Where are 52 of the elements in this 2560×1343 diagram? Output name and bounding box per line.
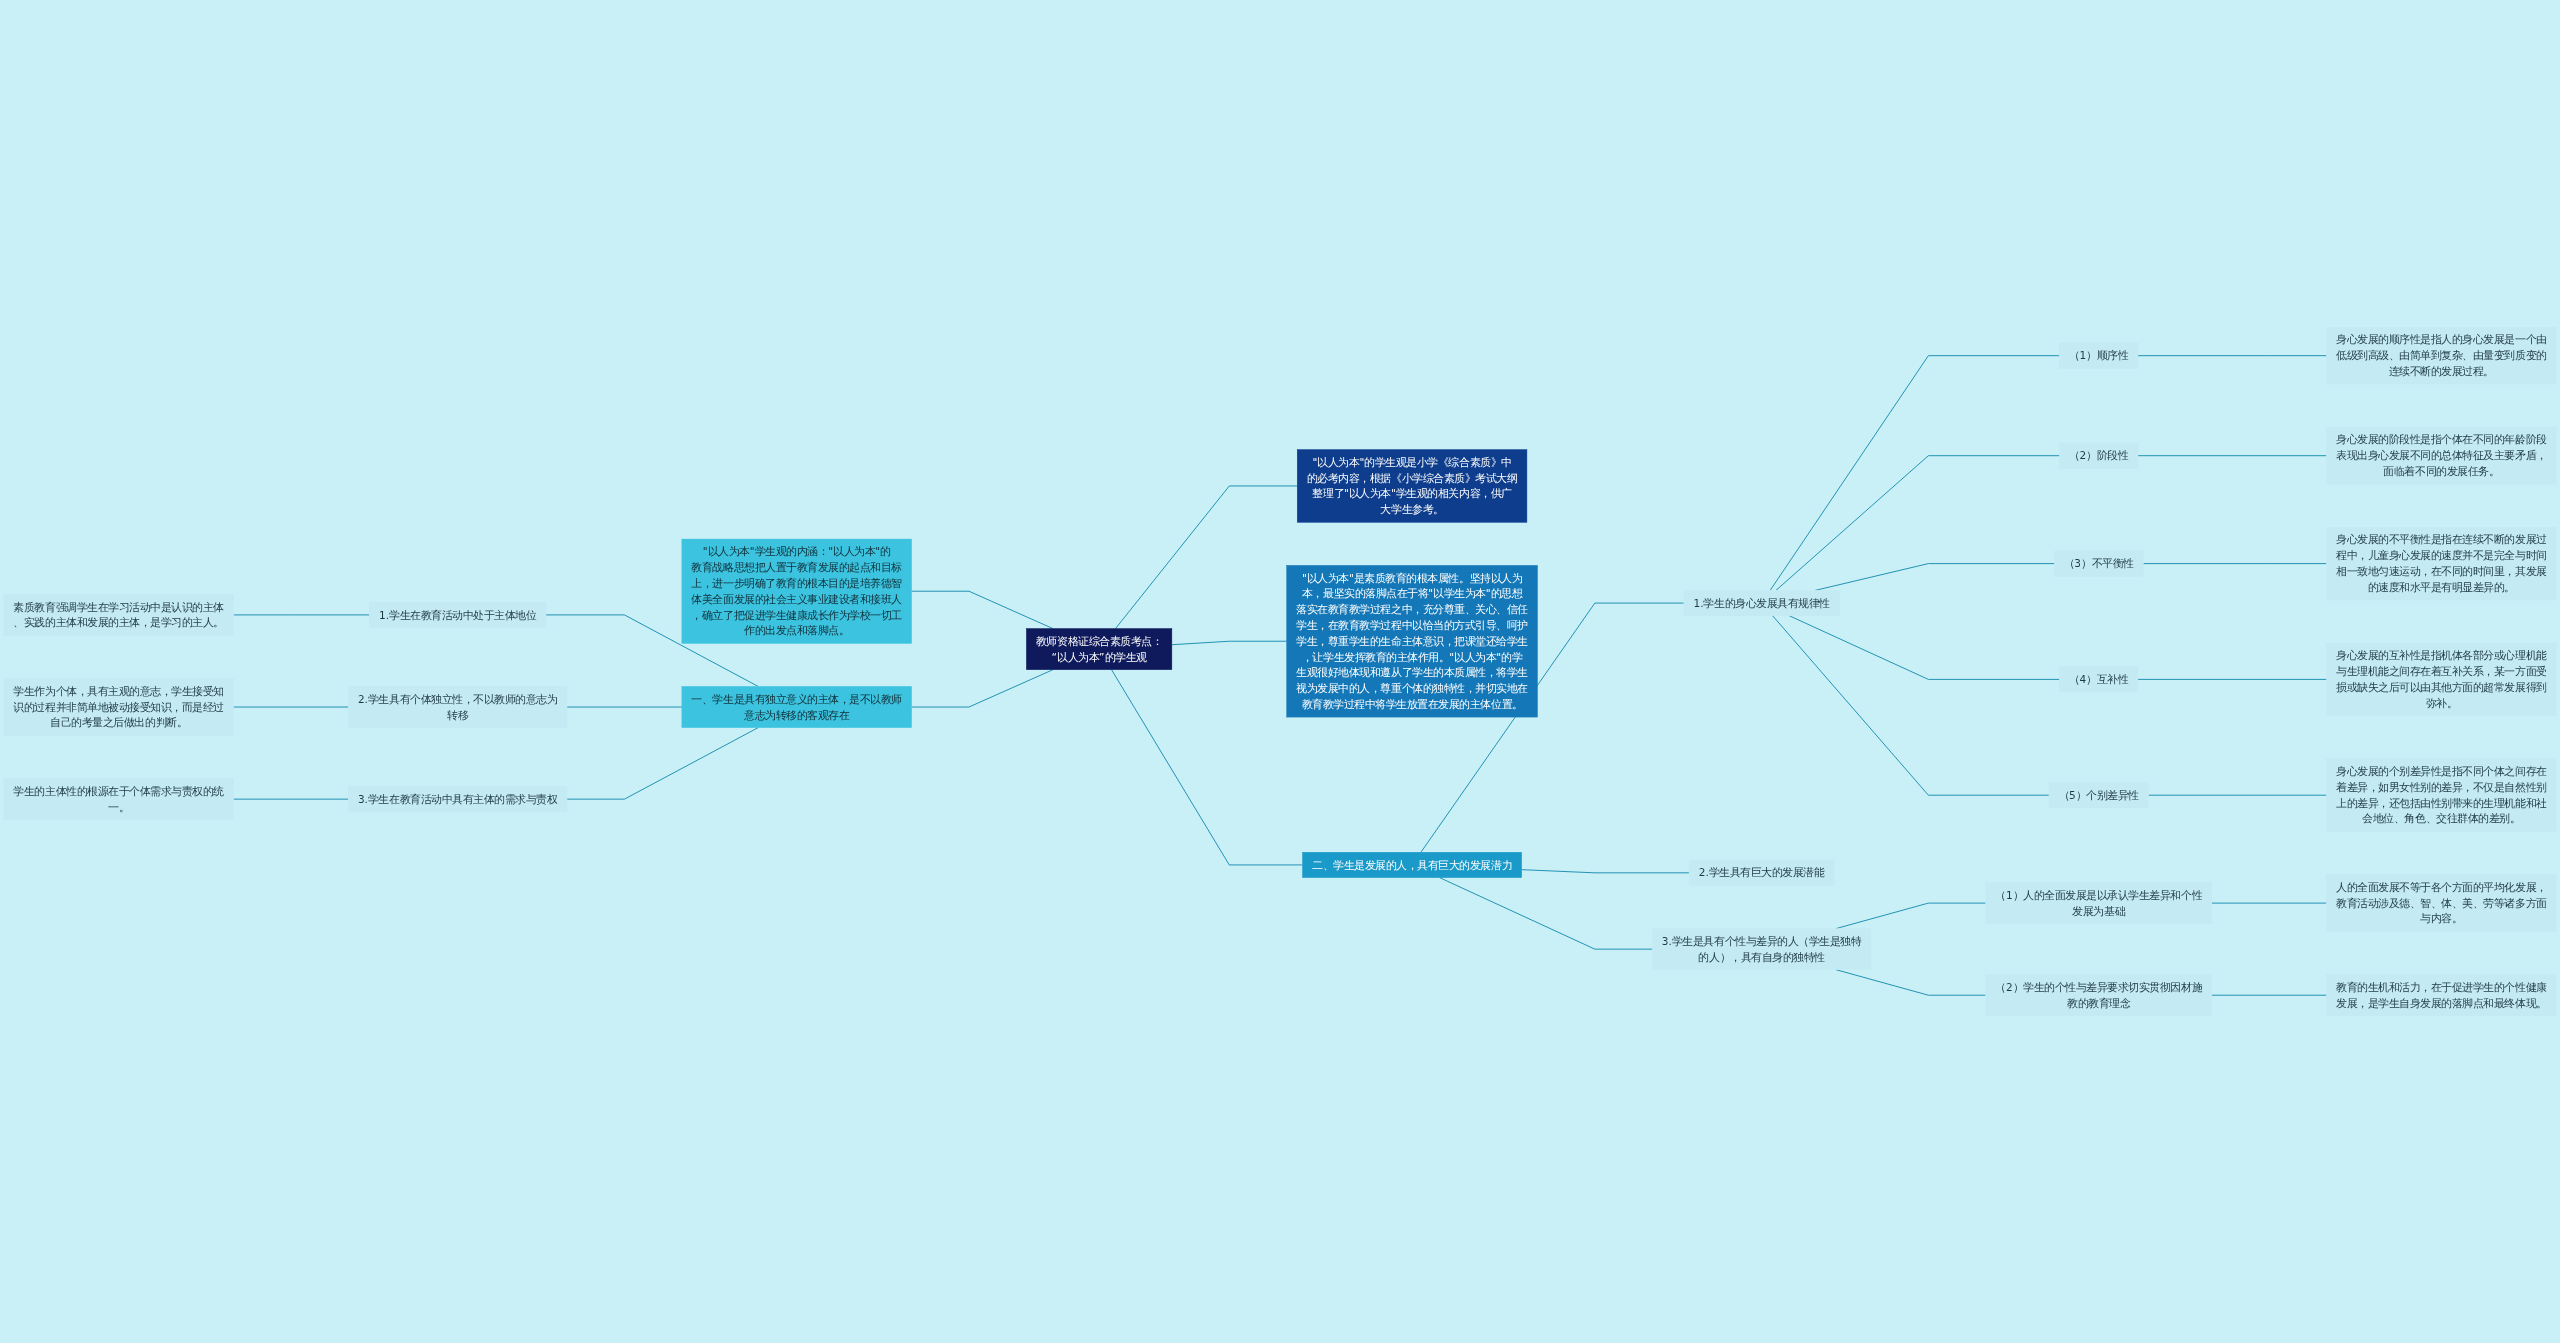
connector: [1171, 640, 1288, 646]
connector: [2137, 678, 2327, 680]
connector: [1769, 355, 2060, 591]
connector: [1772, 615, 2050, 796]
node-text: （1）人的全面发展是以承认学生差异和个性发展为基础: [1995, 889, 2203, 917]
node-text: （1）顺序性: [2069, 349, 2129, 362]
connector: [2137, 355, 2327, 357]
node-text: （4）互补性: [2069, 673, 2129, 686]
connector: [911, 669, 1054, 708]
connector: [566, 727, 759, 800]
node-text: 人的全面发展不等于各个方面的平均化发展，教育活动涉及德、智、体、美、劳等诸多方面与内容。: [2336, 881, 2547, 925]
connector: [545, 614, 759, 687]
node-box: 身心发展的互补性是指机体各部分或心理机能与生理机能之间存在着互补关系，某一方面受损或缺失之后可以由其他方面的超常发展得到弥补。: [2326, 642, 2557, 716]
node-text: 3.学生是具有个性与差异的人（学生是独特的人），具有自身的独特性: [1661, 935, 1862, 964]
node-box: "以人为本"是素质教育的根本属性。坚持以人为本，最坚实的落脚点在于将"以学生为本"的思想落实在教育教学过程之中，充分尊重、关心、信任学生，在教育教学过程中以恰当的方式引导、呵护学生，尊重学生的生命主体意识，把课堂还给学生，让学生发挥教育的主体作用。"以人为本"的学生观很好地体现和遵从了学生的本质属性，将学生视为发展中的人，尊重个体的独特性，并切实地在教育教学过程中将学生放置在发展的主体位置。: [1286, 565, 1538, 718]
connector: [233, 614, 370, 616]
connector: [1111, 669, 1303, 866]
connector: [233, 798, 349, 800]
node-text: 身心发展的阶段性是指个体在不同的年龄阶段表现出身心发展不同的总体特征及主要矛盾，面临着不同的发展任务。: [2336, 433, 2547, 478]
connector: [2211, 994, 2327, 996]
node-box: 教师资格证综合素质考点：“以人为本”的学生观: [1026, 628, 1173, 670]
node-text: （2）阶段性: [2069, 449, 2129, 462]
connector: [233, 706, 349, 708]
connector: [1788, 615, 2060, 680]
node-box: 二、学生是发展的人，具有巨大的发展潜力: [1302, 852, 1522, 878]
node-text: 1.学生在教育活动中处于主体地位: [378, 608, 537, 621]
node-text: 素质教育强调学生在学习活动中是认识的主体、实践的主体和发展的主体，是学习的主人。: [13, 601, 224, 629]
node-text: 身心发展的不平衡性是指在连续不断的发展过程中，儿童身心发展的速度并不是完全与时间相一致地匀速运动，在不同的时间里，其发展的速度和水平是有明显差异的。: [2336, 533, 2547, 594]
node-text: 身心发展的个别差异性是指不同个体之间存在着差异，如男女性别的差异，不仅是自然性别上的差异，还包括由性别带来的生理机能和社会地位、角色、交往群体的差别。: [2336, 765, 2547, 825]
connector: [2137, 455, 2327, 457]
connector: [566, 706, 683, 708]
node-text: 学生的主体性的根源在于个体需求与责权的统一。: [13, 785, 224, 814]
node-text: 3.学生在教育活动中具有主体的需求与责权: [357, 793, 558, 806]
connector: [1775, 455, 2060, 591]
connector: [2148, 794, 2327, 796]
node-text: 学生作为个体，具有主观的意志，学生接受知识的过程并非简单地被动接受知识，而是经过自己的考量之后做出的判断。: [13, 685, 224, 729]
node-box: 一、学生是具有独立意义的主体，是不以教师意志为转移的客观存在: [681, 686, 912, 728]
node-text: 2.学生具有巨大的发展潜能: [1698, 866, 1825, 879]
node-text: （3）不平衡性: [2063, 557, 2134, 570]
connector: [1115, 485, 1298, 630]
connector: [2142, 563, 2327, 565]
node-text: 身心发展的顺序性是指人的身心发展是一个由低级到高级、由简单到复杂、由量变到质变的连续不断的发展过程。: [2336, 333, 2547, 378]
connector: [1521, 869, 1690, 874]
connector: [1439, 877, 1653, 950]
node-text: 1.学生的身心发展具有规律性: [1693, 597, 1830, 610]
node-box: "以人为本"的学生观是小学《综合素质》中的必考内容，根据《小学综合素质》考试大纲整理了"以人为本"学生观的相关内容，供广大学生参考。: [1297, 449, 1528, 523]
node-text: 2.学生具有个体独立性，不以教师的意志为转移: [357, 693, 558, 721]
connector: [1420, 602, 1685, 853]
connector: [2211, 902, 2327, 904]
node-text: （2）学生的个性与差异要求切实贯彻因材施教的教育理念: [1995, 981, 2203, 1010]
node-box: "以人为本"学生观的内涵："以人为本"的教育战略思想把人置于教育发展的起点和目标上，进一步明确了教育的根本目的是培养德智体美全面发展的社会主义事业建设者和接班人，确立了把促进学生健康成长作为学校一切工作的出发点和落脚点。: [681, 538, 912, 644]
node-text: 教育的生机和活力，在于促进学生的个性健康发展，是学生自身发展的落脚点和最终体现。: [2336, 981, 2547, 1010]
